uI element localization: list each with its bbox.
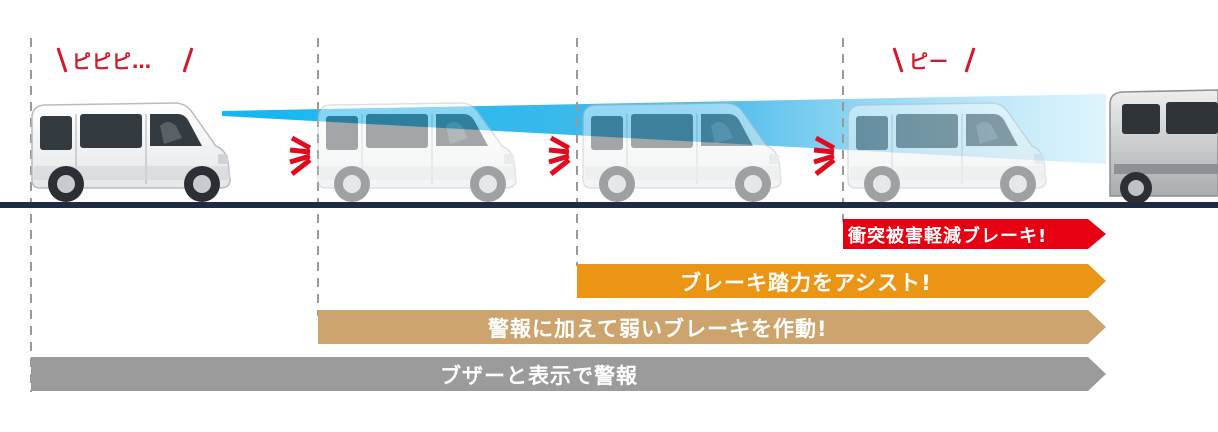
alert-slash <box>182 47 194 73</box>
alert-slash <box>56 47 68 73</box>
alert-slash <box>892 47 904 73</box>
leading-vehicle <box>1109 89 1218 204</box>
buzzer-display-label: ブザーと表示で警報 <box>440 364 638 388</box>
buzzer-display-arrow <box>31 357 1106 391</box>
warning-burst-icon <box>290 138 310 174</box>
road-line <box>0 202 1218 208</box>
collision-brake-arrow <box>843 219 1106 249</box>
weak-brake-arrow <box>318 310 1106 344</box>
alert-beep-repeated: ピピピ… <box>72 51 153 73</box>
brake-assist-label: ブレーキ踏力をアシスト! <box>680 271 932 295</box>
collision-brake-label: 衝突被害軽減ブレーキ! <box>848 226 1048 247</box>
van-stage-1 <box>31 102 231 203</box>
brake-assist-arrow <box>577 264 1106 298</box>
warning-burst-icon <box>549 138 569 174</box>
alert-slash <box>964 47 976 73</box>
weak-brake-label: 警報に加えて弱いブレーキを作動! <box>488 317 828 341</box>
alert-beep-long: ピー <box>909 51 950 73</box>
